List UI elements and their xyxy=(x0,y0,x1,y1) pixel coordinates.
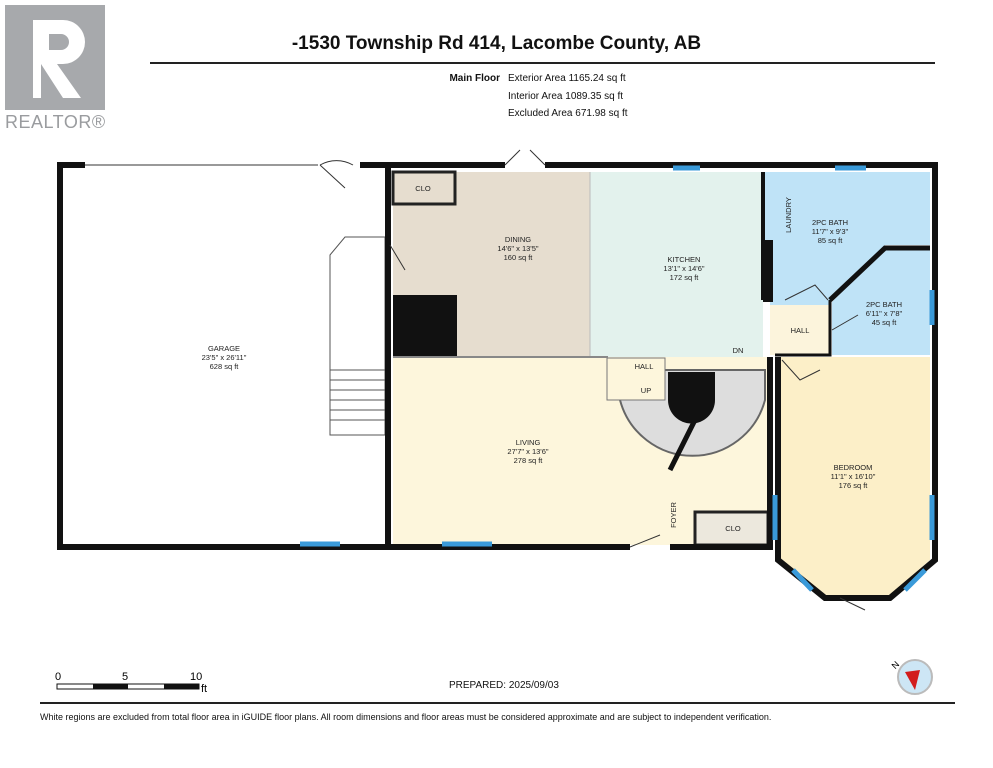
scale-tick-5: 5 xyxy=(122,671,128,683)
bath1-label: 2PC BATH xyxy=(812,218,848,227)
bath1-area: 85 sq ft xyxy=(818,236,844,245)
excluded-area: Excluded Area 671.98 sq ft xyxy=(508,108,628,119)
living-dims: 27'7" x 13'6" xyxy=(507,447,548,456)
bedroom-area: 176 sq ft xyxy=(839,481,869,490)
wall-block xyxy=(763,240,773,302)
wall-block xyxy=(393,295,457,357)
dining-label: DINING xyxy=(505,235,531,244)
kitchen-room xyxy=(590,172,763,357)
bath1-room xyxy=(763,172,930,325)
kitchen-dims: 13'1" x 14'6" xyxy=(663,264,704,273)
doors xyxy=(319,149,866,611)
bath2-label: 2PC BATH xyxy=(866,300,902,309)
spiral-stairs xyxy=(606,357,766,472)
prepared-date: PREPARED: 2025/09/03 xyxy=(449,680,559,691)
interior-area: Interior Area 1089.35 sq ft xyxy=(508,90,624,102)
foyer-label: FOYER xyxy=(669,502,678,528)
stairs-up-label: UP xyxy=(641,386,651,395)
bath1-dims: 11'7" x 9'3" xyxy=(812,227,849,236)
bedroom-label: BEDROOM xyxy=(834,463,873,472)
closet-label: CLO xyxy=(415,184,431,193)
scale-unit: ft xyxy=(201,683,207,695)
garage-stairs xyxy=(329,236,386,436)
garage-area: 628 sq ft xyxy=(210,362,240,371)
divider xyxy=(40,702,955,704)
page-title: -1530 Township Rd 414, Lacombe County, A… xyxy=(291,33,702,54)
bedroom-dims: 11'1" x 16'10" xyxy=(831,472,876,481)
bath2-dims: 6'11" x 7'8" xyxy=(866,309,903,318)
scale-bar: 0 5 10 ft xyxy=(55,671,207,695)
scale-tick-10: 10 xyxy=(190,671,202,683)
kitchen-area: 172 sq ft xyxy=(670,273,700,282)
floor-name: Main Floor xyxy=(449,73,500,84)
realtor-r-icon xyxy=(33,20,85,98)
closet-2-label: CLO xyxy=(725,524,741,533)
closet xyxy=(391,170,457,206)
compass-icon: N xyxy=(890,659,933,695)
windows xyxy=(300,165,935,592)
bath2-area: 45 sq ft xyxy=(872,318,898,327)
garage-label: GARAGE xyxy=(208,344,240,353)
dining-area: 160 sq ft xyxy=(504,253,534,262)
bedroom-room xyxy=(775,357,930,595)
bath2-room xyxy=(832,248,930,355)
kitchen-label: KITCHEN xyxy=(668,255,701,264)
stair-hall-label: HALL xyxy=(635,362,654,371)
hall-room xyxy=(770,305,830,355)
walls xyxy=(57,162,938,601)
compass-north-label: N xyxy=(890,659,902,671)
garage-dims: 23'5" x 26'11" xyxy=(202,353,247,362)
laundry-label: LAUNDRY xyxy=(784,197,793,233)
disclaimer: White regions are excluded from total fl… xyxy=(40,712,772,722)
hall-label: HALL xyxy=(791,326,810,335)
realtor-logo-text: REALTOR® xyxy=(5,112,106,132)
stairs-down-label: DN xyxy=(733,346,744,355)
exterior-area: Exterior Area 1165.24 sq ft xyxy=(508,73,626,84)
living-label: LIVING xyxy=(516,438,541,447)
dining-dims: 14'6" x 13'5" xyxy=(497,244,538,253)
living-area: 278 sq ft xyxy=(514,456,544,465)
realtor-logo xyxy=(5,5,105,110)
scale-tick-0: 0 xyxy=(55,671,61,683)
divider xyxy=(150,62,935,64)
